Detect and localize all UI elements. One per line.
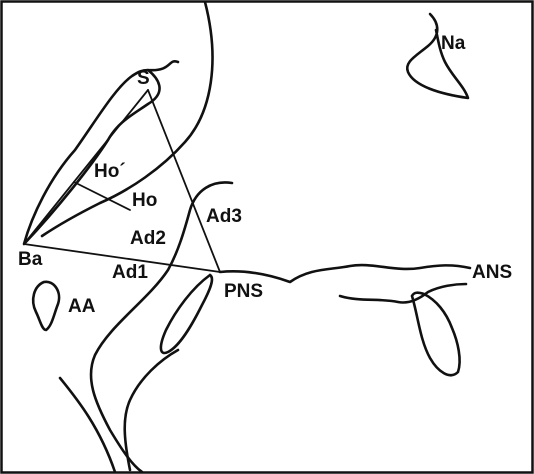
label-ad3: Ad3 <box>206 206 242 227</box>
atlas-outline <box>33 282 59 330</box>
nasion-outline <box>407 14 468 98</box>
incisor-outline <box>412 293 460 375</box>
palatal-plane <box>220 265 470 282</box>
ho-prime-line <box>74 182 130 210</box>
label-ho-prime: Ho´ <box>94 161 126 182</box>
label-ad2: Ad2 <box>130 228 166 249</box>
label-pns: PNS <box>224 281 263 302</box>
label-ho: Ho <box>132 190 157 211</box>
palate-lower-curve <box>340 284 466 303</box>
s-ba-line <box>24 90 148 244</box>
label-na: Na <box>441 33 466 54</box>
label-s: S <box>137 68 150 89</box>
pharyngeal-curve-lower <box>125 350 178 470</box>
label-ad1: Ad1 <box>112 262 148 283</box>
soft-palate-blob <box>161 275 212 353</box>
label-aa: AA <box>68 296 96 317</box>
label-ans: ANS <box>472 262 512 283</box>
label-ba: Ba <box>18 249 43 270</box>
